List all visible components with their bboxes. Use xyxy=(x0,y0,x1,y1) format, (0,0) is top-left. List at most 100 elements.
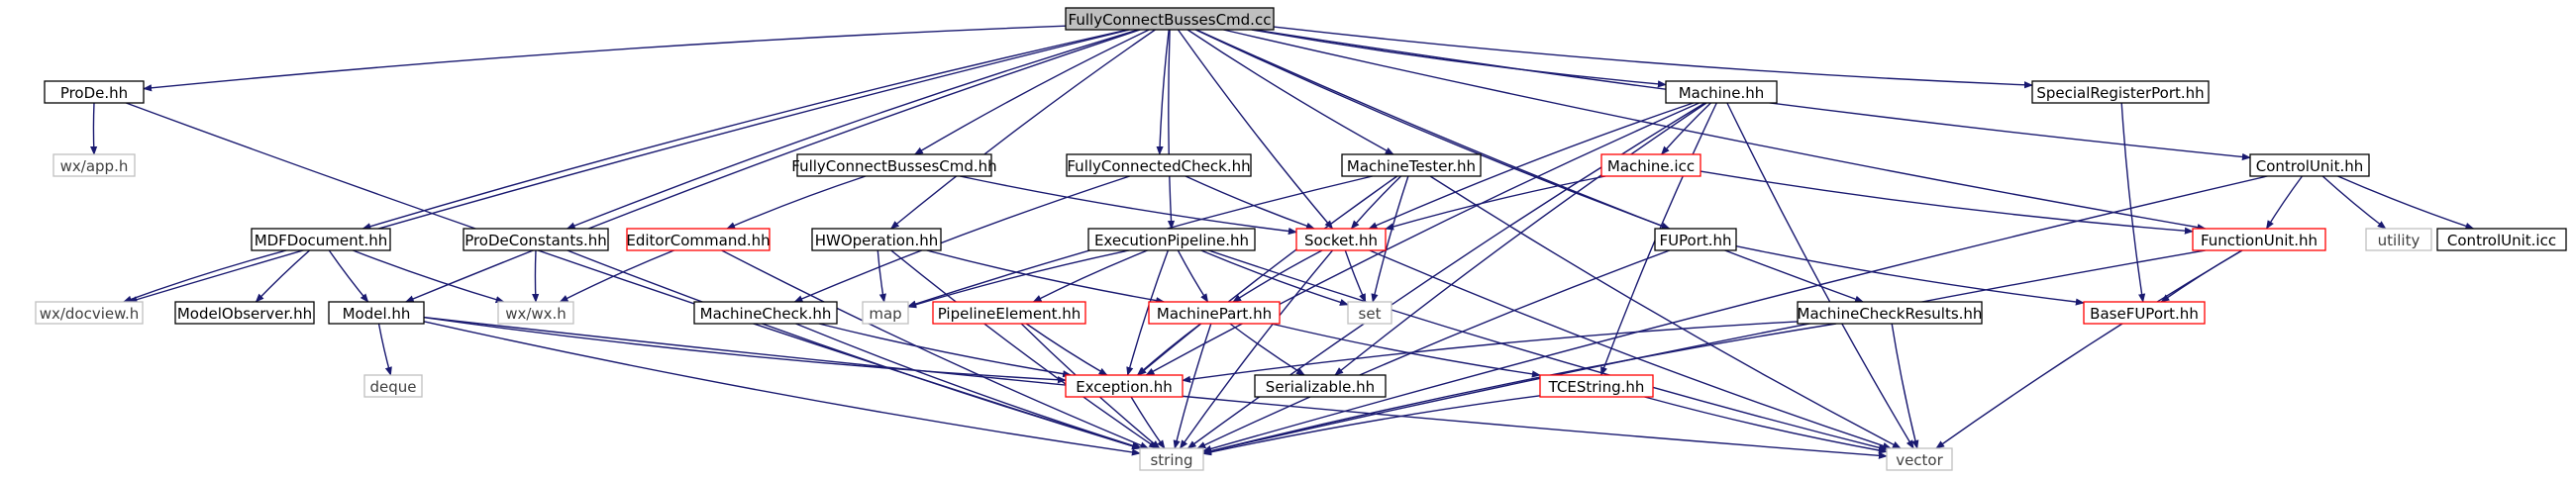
edge-hwop_hh-to-mpart_hh xyxy=(926,249,1166,305)
node-mcr-hh[interactable]: MachineCheckResults.hh xyxy=(1797,301,1983,325)
node-label: MachineCheckResults.hh xyxy=(1798,305,1983,323)
edge-mpart_hh-to-tcestring_hh xyxy=(1271,323,1541,378)
node-pipeelem-hh[interactable]: PipelineElement.hh xyxy=(932,301,1086,325)
node-box xyxy=(1139,447,1204,471)
node-label: ControlUnit.hh xyxy=(2256,157,2364,175)
edge-root-to-special_reg xyxy=(1273,26,2033,89)
node-cu-hh[interactable]: ControlUnit.hh xyxy=(2249,153,2370,177)
node-fcbc-hh[interactable]: FullyConnectBussesCmd.hh xyxy=(791,153,997,177)
edge-mcr_hh-to-exception_hh xyxy=(1182,321,1799,383)
edge-mdfdoc_hh-to-wx_wx xyxy=(353,249,505,304)
node-deque[interactable]: deque xyxy=(363,374,423,398)
node-box xyxy=(2436,228,2567,251)
node-serializable-hh[interactable]: Serializable.hh xyxy=(1254,374,1387,398)
node-basefuport-hh[interactable]: BaseFUPort.hh xyxy=(2083,301,2206,325)
node-box xyxy=(862,301,909,325)
node-funcunit-hh[interactable]: FunctionUnit.hh xyxy=(2192,228,2326,251)
node-execpipe-hh[interactable]: ExecutionPipeline.hh xyxy=(1087,228,1256,251)
node-fuport-hh[interactable]: FUPort.hh xyxy=(1654,228,1737,251)
node-exception-hh[interactable]: Exception.hh xyxy=(1065,374,1184,398)
edge-mdfdoc_hh-to-modelobs_hh xyxy=(255,249,311,303)
node-box xyxy=(811,228,942,251)
node-box xyxy=(363,374,423,398)
node-modelobs-hh[interactable]: ModelObserver.hh xyxy=(174,301,315,325)
node-label: MachinePart.hh xyxy=(1157,305,1272,323)
edge-mtester_hh-to-exception_hh xyxy=(1137,175,1398,376)
node-box xyxy=(1295,228,1387,251)
node-string[interactable]: string xyxy=(1139,447,1204,471)
node-special-reg[interactable]: SpecialRegisterPort.hh xyxy=(2031,80,2210,104)
node-label: FullyConnectBussesCmd.cc xyxy=(1069,11,1272,29)
edge-machine_icc-to-socket_hh xyxy=(1385,175,1606,231)
node-set[interactable]: set xyxy=(1347,301,1392,325)
node-box xyxy=(1148,301,1281,325)
node-model-hh[interactable]: Model.hh xyxy=(328,301,425,325)
node-label: wx/wx.h xyxy=(505,305,567,323)
edge-prode_hh-to-wx_app xyxy=(90,102,98,155)
node-wx-wx[interactable]: wx/wx.h xyxy=(497,301,574,325)
node-root[interactable]: FullyConnectBussesCmd.cc xyxy=(1065,7,1275,31)
node-editorcmd-hh[interactable]: EditorCommand.hh xyxy=(626,228,771,251)
node-box xyxy=(1341,153,1482,177)
node-box xyxy=(1347,301,1392,325)
node-machine-icc[interactable]: Machine.icc xyxy=(1600,153,1701,177)
edge-root-to-mtester_hh xyxy=(1186,29,1394,155)
node-box xyxy=(2249,153,2370,177)
node-wx-app[interactable]: wx/app.h xyxy=(52,153,136,177)
node-label: Exception.hh xyxy=(1076,378,1173,396)
edge-mtester_hh-to-socket_hh xyxy=(1350,175,1402,230)
node-box xyxy=(1087,228,1256,251)
node-hwop-hh[interactable]: HWOperation.hh xyxy=(811,228,942,251)
node-wx-docview[interactable]: wx/docview.h xyxy=(35,301,144,325)
node-label: deque xyxy=(369,378,416,396)
node-box xyxy=(52,153,136,177)
node-box xyxy=(626,228,771,251)
node-fcc-hh[interactable]: FullyConnectedCheck.hh xyxy=(1066,153,1252,177)
node-box xyxy=(1065,7,1275,31)
node-mpart-hh[interactable]: MachinePart.hh xyxy=(1148,301,1281,325)
node-box xyxy=(328,301,425,325)
edge-execpipe_hh-to-pipeelem_hh xyxy=(1032,249,1148,303)
edge-special_reg-to-basefuport_hh xyxy=(2120,102,2146,303)
node-label: HWOperation.hh xyxy=(815,232,939,249)
node-socket-hh[interactable]: Socket.hh xyxy=(1295,228,1387,251)
node-tcestring-hh[interactable]: TCEString.hh xyxy=(1539,374,1654,398)
node-box xyxy=(1654,228,1737,251)
node-label: wx/docview.h xyxy=(40,305,140,323)
node-label: MachineTester.hh xyxy=(1347,157,1476,175)
edge-mcheck_hh-to-exception_hh xyxy=(818,323,1073,378)
edge-root-to-execpipe_hh xyxy=(1167,29,1176,230)
edge-prodeconst_hh-to-string xyxy=(567,249,1142,450)
node-label: set xyxy=(1359,305,1382,323)
node-label: SpecialRegisterPort.hh xyxy=(2036,84,2204,102)
node-cu-icc[interactable]: ControlUnit.icc xyxy=(2436,228,2567,251)
node-label: ProDe.hh xyxy=(60,84,128,102)
node-label: PipelineElement.hh xyxy=(938,305,1082,323)
node-box xyxy=(35,301,144,325)
node-utility[interactable]: utility xyxy=(2365,228,2432,251)
node-prode-hh[interactable]: ProDe.hh xyxy=(44,80,145,104)
edge-fcbc_hh-to-editorcmd_hh xyxy=(726,175,867,230)
node-mtester-hh[interactable]: MachineTester.hh xyxy=(1341,153,1482,177)
node-box xyxy=(1539,374,1654,398)
node-mdfdoc-hh[interactable]: MDFDocument.hh xyxy=(251,228,391,251)
node-mcheck-hh[interactable]: MachineCheck.hh xyxy=(693,301,838,325)
node-label: vector xyxy=(1896,451,1943,469)
node-machine-hh[interactable]: Machine.hh xyxy=(1665,80,1778,104)
node-label: Serializable.hh xyxy=(1266,378,1375,396)
edge-funcunit_hh-to-string xyxy=(1202,249,2206,455)
edge-root-to-hwop_hh xyxy=(889,29,1156,230)
node-label: ExecutionPipeline.hh xyxy=(1094,232,1249,249)
edges-layer xyxy=(90,25,2475,459)
edge-root-to-funcunit_hh xyxy=(1223,29,2207,232)
node-box xyxy=(693,301,838,325)
node-vector[interactable]: vector xyxy=(1886,447,1953,471)
node-label: Machine.hh xyxy=(1679,84,1765,102)
edge-execpipe_hh-to-mpart_hh xyxy=(1177,249,1209,303)
node-map[interactable]: map xyxy=(862,301,909,325)
node-box xyxy=(2365,228,2432,251)
node-prodeconst-hh[interactable]: ProDeConstants.hh xyxy=(463,228,609,251)
edge-cu_hh-to-funcunit_hh xyxy=(2265,175,2304,230)
